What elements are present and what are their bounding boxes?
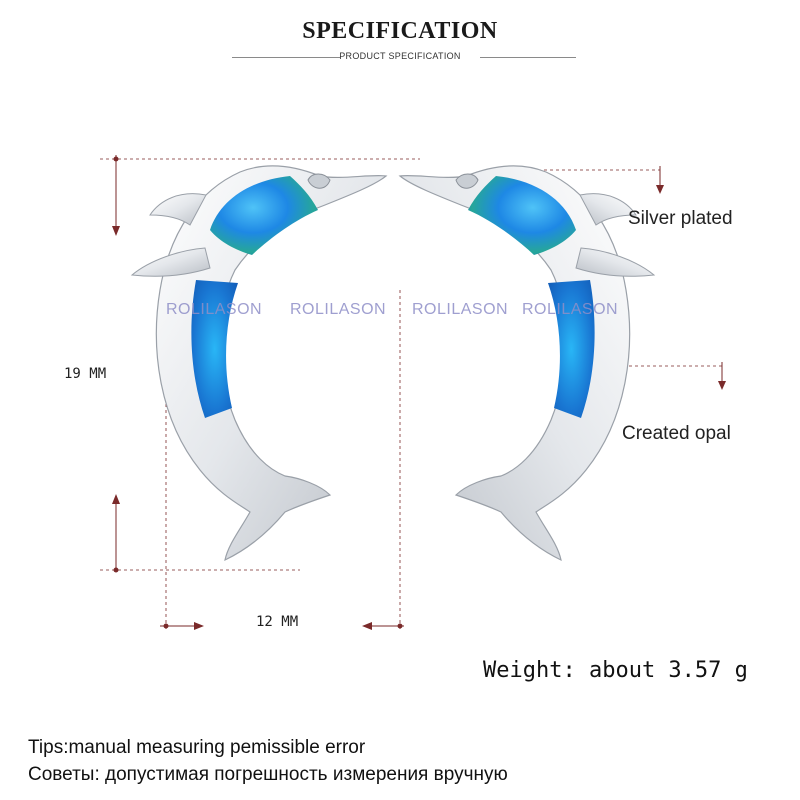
width-dimension-label: 12 MM	[256, 614, 299, 630]
weight-label: Weight: about 3.57 g	[483, 658, 748, 683]
watermark-text: ROLILASON	[290, 301, 387, 318]
page-subtitle: PRODUCT SPECIFICATION	[339, 51, 461, 61]
title-divider-right	[480, 57, 576, 58]
right-dolphin-earring	[398, 165, 656, 562]
watermark-text: ROLILASON	[412, 301, 509, 318]
page-title: SPECIFICATION	[302, 18, 498, 44]
dimension-lines	[100, 155, 726, 630]
left-dolphin-earring	[130, 165, 388, 562]
created-opal-callout: Created opal	[622, 423, 731, 444]
watermark-text: ROLILASON	[166, 301, 263, 318]
tips-english: Tips:manual measuring pemissible error	[28, 737, 366, 758]
title-divider-left	[232, 57, 340, 58]
silver-plated-callout: Silver plated	[628, 208, 733, 229]
height-dimension-label: 19 MM	[64, 366, 107, 382]
tips-russian: Советы: допустимая погрешность измерения…	[28, 764, 508, 785]
watermark-text: ROLILASON	[522, 301, 619, 318]
